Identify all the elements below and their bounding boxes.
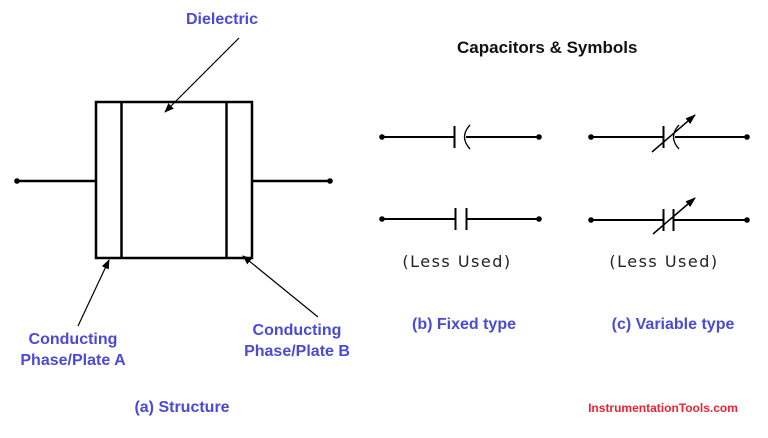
fixed-less-used-note: (Less Used): [402, 252, 512, 271]
plate-a-pointer-arrow: [77, 259, 110, 327]
curved-plate: [672, 124, 680, 150]
variable-arrow-icon: [652, 197, 696, 235]
structure-caption: (a) Structure: [134, 399, 230, 416]
fixed-capacitor-parallel-symbol: [379, 208, 542, 230]
fixed-capacitor-curved-symbol: [379, 124, 542, 150]
curved-plate: [463, 124, 471, 150]
terminal-dot: [379, 134, 385, 140]
variable-capacitor-curved-symbol: [588, 114, 750, 153]
terminal-dot: [379, 216, 385, 222]
right-terminal-dot: [327, 178, 333, 184]
terminal-dot: [588, 134, 594, 140]
terminal-dot: [744, 217, 750, 223]
fixed-type-caption: (b) Fixed type: [411, 316, 517, 333]
plate-a-label-line-1: Conducting: [28, 331, 118, 348]
plate-b-label-line-2: Phase/Plate B: [244, 343, 350, 360]
plate-b-pointer-arrow: [242, 255, 319, 318]
dielectric-label: Dielectric: [185, 11, 259, 28]
diagram-title: Capacitors & Symbols: [457, 38, 638, 57]
plate-a-label-line-2: Phase/Plate A: [20, 352, 126, 369]
variable-capacitor-parallel-symbol: [588, 197, 750, 235]
left-terminal-dot: [14, 178, 20, 184]
terminal-dot: [536, 216, 542, 222]
plate-b-label: Conducting Phase/Plate B: [244, 320, 350, 362]
watermark-link[interactable]: InstrumentationTools.com: [588, 401, 738, 415]
variable-less-used-note: (Less Used): [609, 252, 719, 271]
variable-arrow-icon: [651, 114, 696, 153]
capacitor-structure: [14, 37, 333, 327]
terminal-dot: [744, 134, 750, 140]
variable-type-caption: (c) Variable type: [611, 316, 735, 333]
dielectric-pointer-arrow: [164, 37, 240, 113]
terminal-dot: [588, 217, 594, 223]
plate-b-label-line-1: Conducting: [252, 322, 342, 339]
capacitor-body-outline: [94, 100, 254, 260]
terminal-dot: [536, 134, 542, 140]
plate-a-label: Conducting Phase/Plate A: [20, 329, 125, 371]
